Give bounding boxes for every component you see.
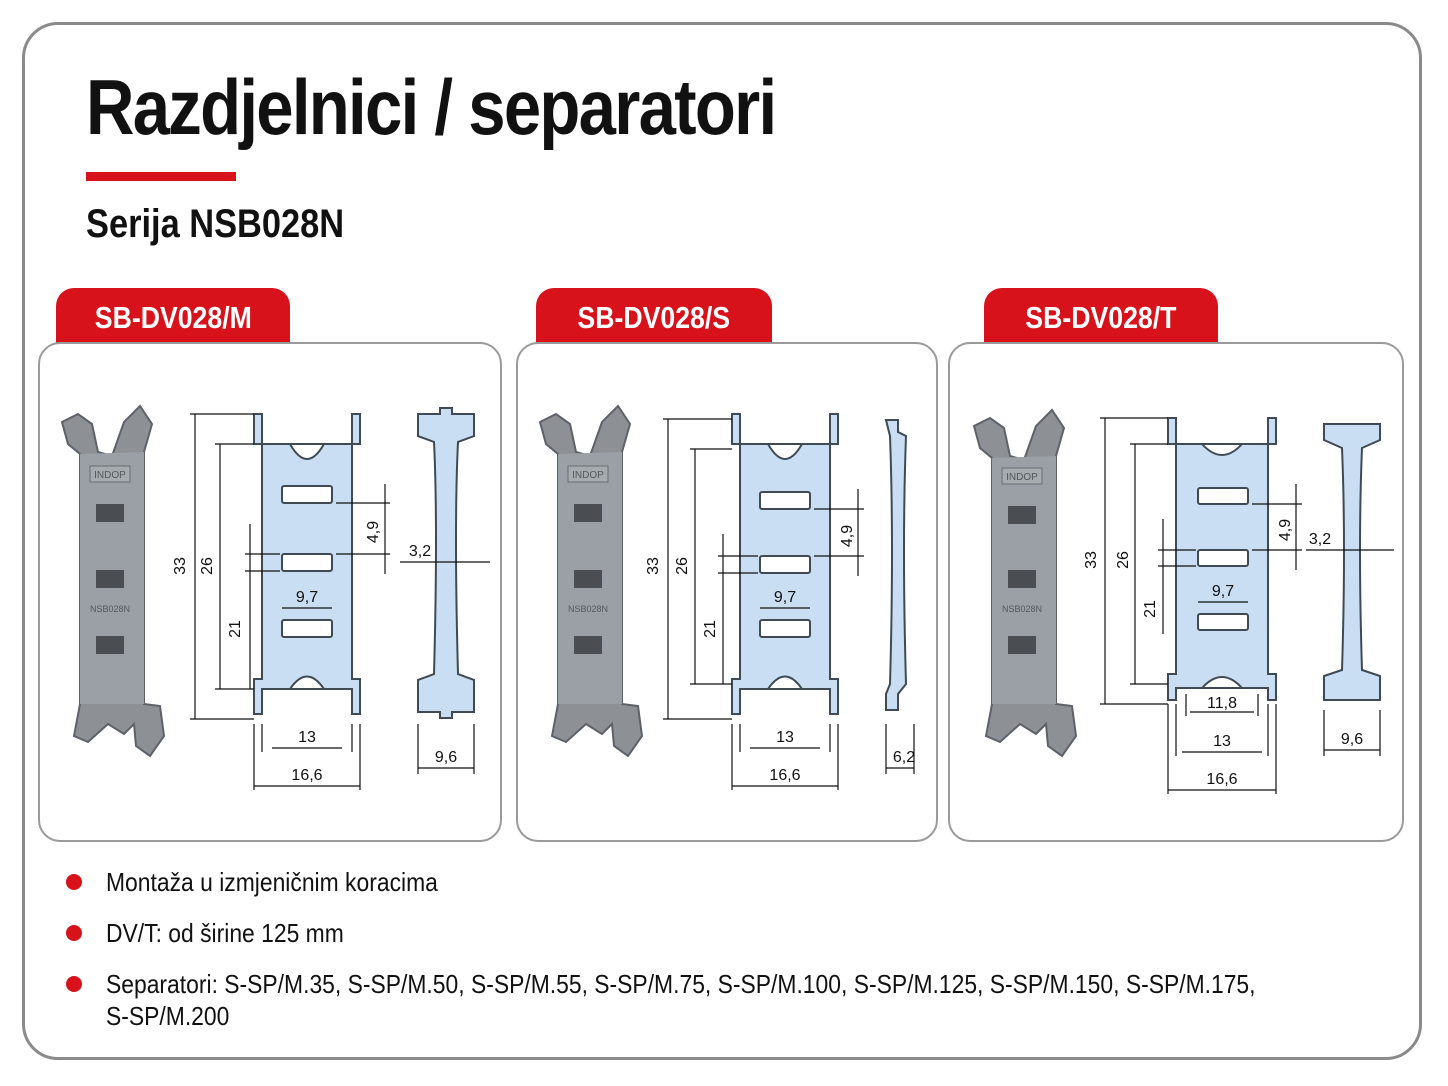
dim-height-slot-pitch: 21 xyxy=(1142,600,1159,618)
series-subtitle: Serija NSB028N xyxy=(86,202,345,246)
dim-height-total: 33 xyxy=(1083,551,1100,569)
photo-series-mark: NSB028N xyxy=(568,604,608,614)
photo-logo: INDOP xyxy=(94,470,126,481)
page-title: Razdjelnici / separatori xyxy=(86,63,777,151)
dim-side-width: 9,6 xyxy=(435,749,457,766)
bullet-dot xyxy=(66,925,82,941)
technical-drawing-s: INDOP NSB028N 33 26 21 xyxy=(538,404,915,790)
separator-photo: INDOP NSB028N xyxy=(972,408,1078,758)
dim-slot-height: 4,9 xyxy=(365,521,382,543)
dim-height-inner: 26 xyxy=(1115,551,1132,569)
dim-width-11: 11,8 xyxy=(1207,695,1237,712)
front-view xyxy=(1167,417,1277,701)
photo-series-mark: NSB028N xyxy=(1002,604,1042,614)
dim-side-width: 9,6 xyxy=(1341,731,1363,748)
front-view xyxy=(253,413,361,715)
list-item: Separatori: S-SP/M.35, S-SP/M.50, S-SP/M… xyxy=(66,968,1266,1032)
dim-side-thickness: 3,2 xyxy=(409,543,431,560)
photo-logo: INDOP xyxy=(572,470,604,481)
dim-slot-height: 4,9 xyxy=(1277,519,1294,541)
front-view xyxy=(731,413,839,715)
list-item: Montaža u izmjeničnim koracima xyxy=(66,866,1266,898)
product-panel-t: INDOP NSB028N 33 xyxy=(948,342,1404,842)
photo-series-mark: NSB028N xyxy=(90,604,130,614)
dim-height-inner: 26 xyxy=(199,557,216,575)
dim-slot-width: 9,7 xyxy=(774,589,796,606)
dim-width-16: 16,6 xyxy=(769,767,800,784)
dim-height-inner: 26 xyxy=(674,557,691,575)
bullet-text: DV/T: od širine 125 mm xyxy=(106,918,344,948)
product-panel-s: INDOP NSB028N 33 26 21 xyxy=(516,342,938,842)
tab-sb-dv028-s: SB-DV028/S xyxy=(536,288,772,348)
technical-drawing-m: INDOP NSB028N 33 2 xyxy=(60,404,490,790)
side-view xyxy=(884,419,908,711)
tab-label: SB-DV028/S xyxy=(577,300,731,335)
feature-list: Montaža u izmjeničnim koracima DV/T: od … xyxy=(66,866,1266,1051)
bullet-text: Montaža u izmjeničnim koracima xyxy=(106,867,438,897)
dim-width-13: 13 xyxy=(1213,733,1231,750)
separator-photo: INDOP NSB028N xyxy=(60,404,166,758)
product-panel-m: INDOP NSB028N 33 2 xyxy=(38,342,502,842)
side-view xyxy=(417,407,475,719)
photo-logo: INDOP xyxy=(1006,472,1038,483)
bullet-dot xyxy=(66,976,82,992)
dim-width-13: 13 xyxy=(776,729,794,746)
dim-width-16: 16,6 xyxy=(1206,771,1237,788)
dim-width-16: 16,6 xyxy=(291,767,322,784)
bullet-dot xyxy=(66,874,82,890)
dim-height-slot-pitch: 21 xyxy=(227,620,244,638)
tab-sb-dv028-t: SB-DV028/T xyxy=(984,288,1218,348)
dim-height-total: 33 xyxy=(645,557,662,575)
dim-height-slot-pitch: 21 xyxy=(702,620,719,638)
list-item: DV/T: od širine 125 mm xyxy=(66,917,1266,949)
tab-label: SB-DV028/T xyxy=(1025,300,1177,335)
dim-slot-height: 4,9 xyxy=(839,525,856,547)
dim-width-13: 13 xyxy=(298,729,316,746)
title-underline xyxy=(86,172,236,181)
dim-side-width: 6,2 xyxy=(893,749,915,766)
dim-height-total: 33 xyxy=(172,557,189,575)
technical-drawing-t: INDOP NSB028N 33 xyxy=(972,408,1394,794)
dim-slot-width: 9,7 xyxy=(296,589,318,606)
dim-slot-width: 9,7 xyxy=(1212,583,1234,600)
separator-photo: INDOP NSB028N xyxy=(538,404,644,758)
dim-side-thickness: 3,2 xyxy=(1309,531,1331,548)
bullet-text: Separatori: S-SP/M.35, S-SP/M.50, S-SP/M… xyxy=(106,969,1256,1031)
tab-label: SB-DV028/M xyxy=(94,300,252,335)
tab-sb-dv028-m: SB-DV028/M xyxy=(56,288,290,348)
side-view xyxy=(1323,423,1381,701)
